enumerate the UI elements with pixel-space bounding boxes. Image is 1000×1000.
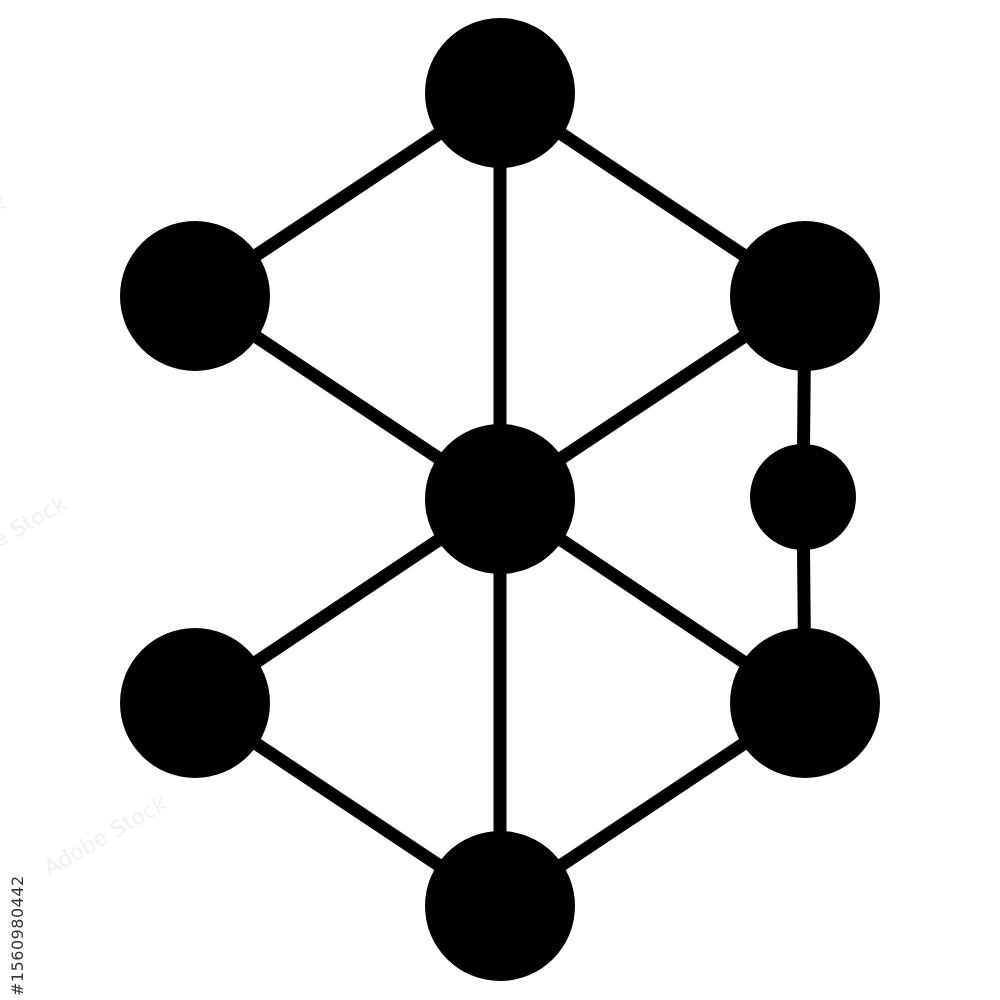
node-center: [425, 424, 575, 574]
node-small: [750, 444, 856, 550]
node-bottom: [425, 831, 575, 981]
stock-id-label: #1560980442: [8, 875, 27, 996]
node-upper-left: [120, 221, 270, 371]
node-lower-left: [120, 628, 270, 778]
node-top: [425, 18, 575, 168]
node-upper-right: [730, 221, 880, 371]
node-lower-right: [730, 628, 880, 778]
